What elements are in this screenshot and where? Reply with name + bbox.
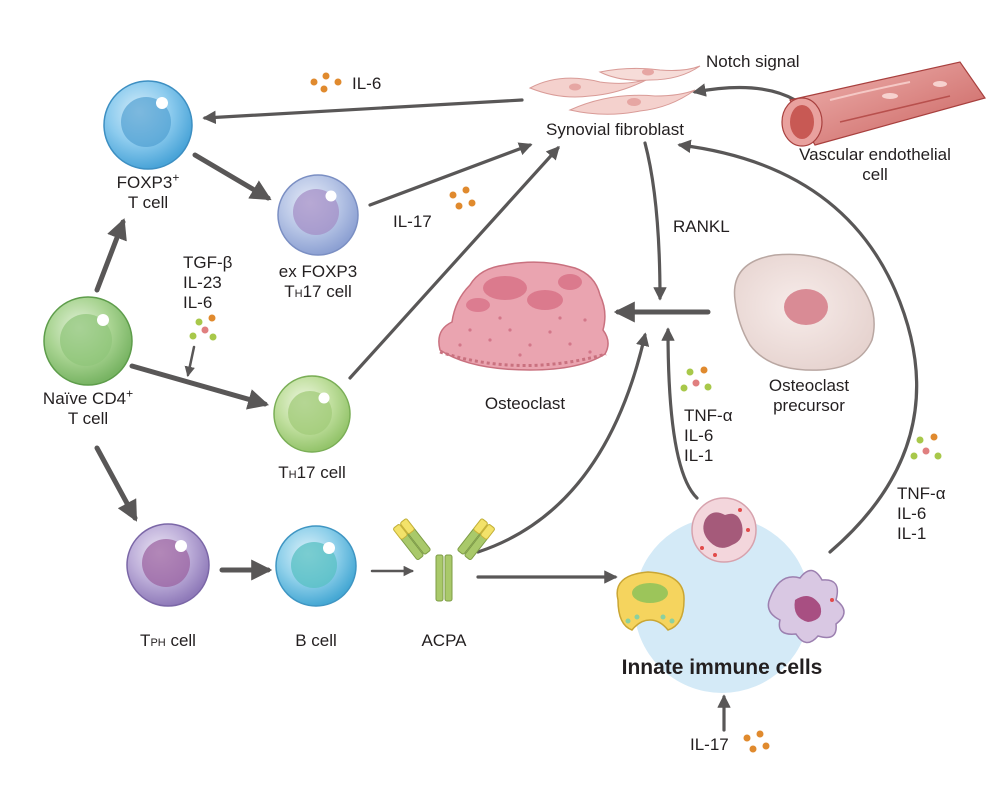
arrow-rankl [643,141,667,301]
cytokine-dots-right [910,433,942,460]
tph-suffix: cell [165,631,196,650]
arrows [94,83,919,732]
cytokine-dots-il6-top [310,72,342,93]
foxp3-t-cell [103,80,193,170]
label-th17: TH17 cell [262,463,362,485]
arrow-tgf-input [184,345,196,378]
th17-suffix: 17 cell [296,463,346,482]
label-naive-cd4: Naïve CD4+ T cell [28,386,148,429]
right-cyt-3: IL-1 [897,524,927,543]
label-cytokines-right: TNF-α IL-6 IL-1 [897,484,946,544]
macrophage-cell [767,569,845,644]
cytokine-dots-tgf [189,314,217,341]
label-rankl: RANKL [673,217,730,236]
foxp3-line2: T cell [127,193,169,212]
arrow-naive-to-foxp3 [94,218,127,293]
label-il17-bottom: IL-17 [690,735,729,754]
arrow-foxp3-to-exfoxp3 [192,152,272,201]
label-acpa: ACPA [421,631,467,650]
arrow-fibroblast-to-foxp3 [202,98,524,125]
precursor-line1: Osteoclast [768,376,850,395]
arrow-innate-to-osteoclast [661,327,699,500]
center-cyt-1: TNF-α [684,406,733,425]
label-cytokines-center: TNF-α IL-6 IL-1 [684,406,733,466]
label-b-cell: B cell [295,631,337,650]
arrow-th17-to-fibroblast [348,146,560,380]
innate-immune-area [616,497,845,693]
vascular-line1: Vascular endothelial [799,145,951,164]
center-cyt-3: IL-1 [684,446,714,465]
cytokine-dots-center [680,366,712,392]
arrow-naive-to-tph [94,445,138,522]
label-tgf-group: TGF-β IL-23 IL-6 [183,253,232,313]
innate-granulocyte-cell [616,571,685,631]
label-foxp3-t-cell: FOXP3+ T cell [98,170,198,213]
label-osteoclast-precursor: Osteoclast precursor [754,376,864,416]
label-notch-signal: Notch signal [706,52,800,71]
label-tph: TPH cell [118,631,218,653]
precursor-line2: precursor [773,396,845,415]
naive-sup: + [126,386,134,401]
arrow-vascular-to-fibroblast [692,83,797,102]
tph-prefix: T [140,631,151,650]
label-innate-immune-cells: Innate immune cells [621,656,823,679]
cytokine-dots-il17-mid [449,186,476,210]
naive-line2: T cell [67,409,109,428]
th17-sub: H [288,469,297,481]
exfoxp3-line1: ex FOXP3 [278,262,358,281]
acpa-antibody [393,518,495,602]
tph-sub: PH [150,637,166,649]
exfoxp3-sub: H [294,288,303,300]
tph-cell [126,523,210,607]
vascular-endothelial-cell [781,61,986,147]
neutrophil-cell [691,497,757,563]
th17-prefix: T [278,463,289,482]
label-il17-mid: IL-17 [393,212,432,231]
arrow-exfoxp3-to-fibroblast [368,142,533,207]
center-cyt-2: IL-6 [684,426,714,445]
naive-line1: Naïve CD4 [42,389,127,408]
osteoclast-precursor [733,253,875,371]
arrow-innate-to-fibroblast [677,139,919,554]
synovial-fibroblast [528,65,701,115]
tgf-line3: IL-6 [183,293,213,312]
cytokine-dots-il17-bottom [743,730,770,753]
b-cell [275,525,357,607]
right-cyt-1: TNF-α [897,484,946,503]
exfoxp3-th17-cell [277,174,359,256]
arrow-naive-to-th17 [129,363,270,410]
label-vascular-endothelial: Vascular endothelial cell [780,145,970,185]
tgf-line1: TGF-β [183,253,233,272]
vascular-line2: cell [862,165,888,184]
foxp3-sup: + [172,170,180,185]
label-il6-top: IL-6 [352,74,382,93]
naive-cd4-t-cell [43,296,133,386]
label-ex-foxp3: ex FOXP3 TH17 cell [268,262,368,304]
right-cyt-2: IL-6 [897,504,927,523]
tgf-line2: IL-23 [183,273,222,292]
exfoxp3-prefix: T [284,282,295,301]
label-synovial-fibroblast: Synovial fibroblast [546,120,684,139]
exfoxp3-suffix: 17 cell [302,282,352,301]
osteoclast [438,261,609,371]
th17-cell [273,375,351,453]
label-osteoclast: Osteoclast [484,394,566,413]
arrow-acpa-to-osteoclast [476,332,650,554]
foxp3-line1: FOXP3 [116,173,173,192]
